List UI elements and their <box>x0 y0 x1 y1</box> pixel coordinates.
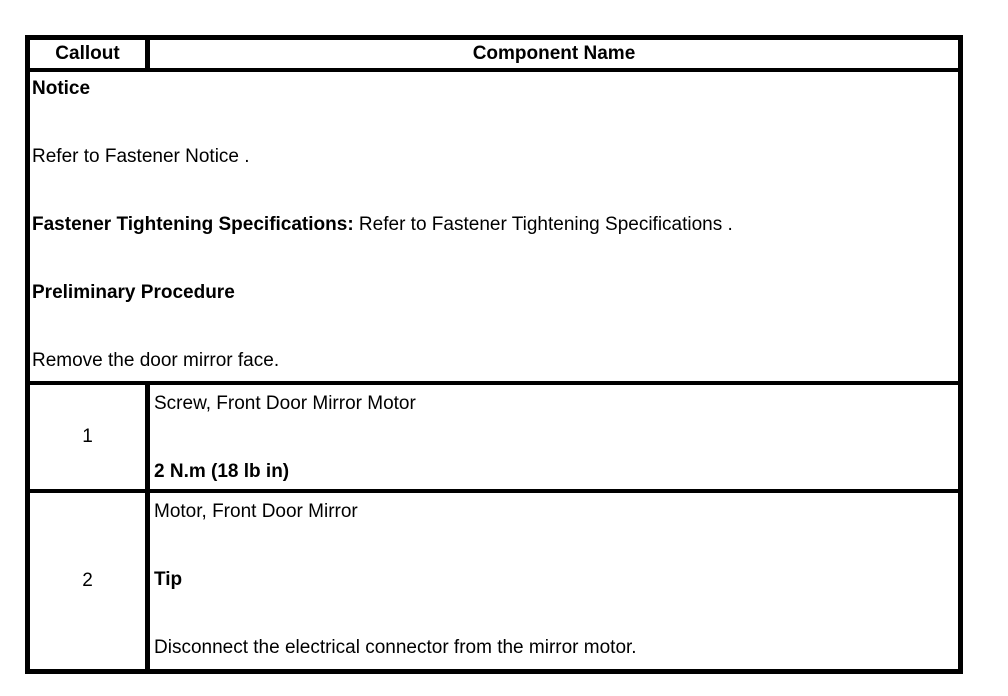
component-name-column-header: Component Name <box>472 43 636 64</box>
paragraph: Tip <box>154 569 954 591</box>
text-run: Refer to Fastener Tightening Specificati… <box>353 214 733 235</box>
bold-text-run: 2 N.m (18 lb in) <box>154 461 290 482</box>
bold-text-run: Notice <box>32 78 91 99</box>
component-description: Screw, Front Door Mirror Motor 2 N.m (18 … <box>150 385 958 489</box>
text-run: Disconnect the electrical connector from… <box>154 637 637 658</box>
paragraph: Refer to Fastener Notice . <box>32 146 954 168</box>
text-run: Screw, Front Door Mirror Motor <box>154 393 416 414</box>
callout-column-header: Callout <box>30 40 150 68</box>
text-run: Remove the door mirror face. <box>32 350 280 371</box>
paragraph: Remove the door mirror face. <box>32 350 954 372</box>
bold-text-run: Preliminary Procedure <box>32 282 235 303</box>
text-run: Refer to Fastener Notice . <box>32 146 250 167</box>
paragraph: Screw, Front Door Mirror Motor <box>154 393 954 415</box>
paragraph: Motor, Front Door Mirror <box>154 501 954 523</box>
paragraph: Preliminary Procedure <box>32 282 954 304</box>
paragraph: Disconnect the electrical connector from… <box>154 637 954 659</box>
table-header-row: Callout Component Name <box>30 40 958 72</box>
paragraph: 2 N.m (18 lb in) <box>154 461 954 483</box>
paragraph: Notice <box>32 78 954 100</box>
bold-text-run: Fastener Tightening Specifications: <box>32 214 354 235</box>
paragraph: Fastener Tightening Specifications: Refe… <box>32 214 954 236</box>
text-run: Motor, Front Door Mirror <box>154 501 358 522</box>
callout-number: 1 <box>30 385 150 489</box>
callout-number: 2 <box>30 493 150 669</box>
table-row: 1 Screw, Front Door Mirror Motor 2 N.m (1… <box>30 385 958 493</box>
bold-text-run: Tip <box>154 569 183 590</box>
